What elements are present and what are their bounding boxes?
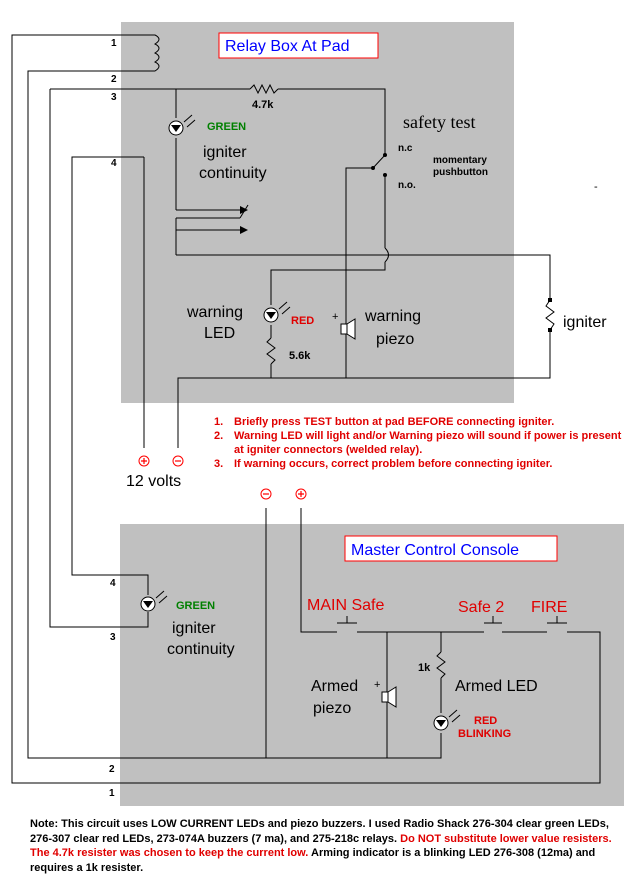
relay-no-arrow [240, 226, 248, 234]
switch-nc-dot [371, 166, 375, 170]
resistor-4k7-label: 4.7k [252, 99, 274, 111]
wire-1 [11, 34, 601, 784]
momentary-label-1: momentary [433, 155, 487, 166]
igniter-continuity-label-1: igniter [203, 144, 247, 161]
wire-number-top-1: 1 [111, 38, 117, 49]
wire-crossover [384, 247, 389, 263]
switch-no-dot [383, 173, 387, 177]
pad-test-instructions: 1. Briefly press TEST button at pad BEFOR… [214, 415, 624, 471]
footnote-text-end: Arming indicator is a blinking LED 276-3… [30, 847, 596, 874]
wire-number-bot-3: 3 [110, 632, 116, 643]
armed-red-label: RED [474, 715, 497, 727]
instruction-item: 2. Warning LED will light and/or Warning … [214, 429, 624, 457]
green-led-label: GREEN [207, 121, 246, 133]
wire-3-left [49, 89, 149, 628]
console-green-led-symbol [143, 601, 153, 608]
relay-box-title: Relay Box At Pad [225, 38, 350, 55]
armed-blinking-label: BLINKING [458, 728, 511, 740]
warning-led-label-2: LED [204, 325, 235, 342]
footnote-warning: Do NOT substitute lower value resisters.… [30, 832, 612, 860]
green-led-rays-icon [183, 114, 196, 128]
fire-label: FIRE [531, 599, 567, 616]
warning-led-label-1: warning [186, 304, 243, 321]
wire-igniter-return [177, 330, 551, 448]
armed-led-rays-icon [448, 709, 461, 723]
igniter-terminal-top [548, 298, 552, 302]
relay-box-title-frame [218, 32, 379, 59]
warning-piezo-icon [340, 323, 348, 335]
red-led-label: RED [291, 315, 314, 327]
instruction-number: 2. [214, 430, 224, 442]
relay-nc-arrow [240, 206, 248, 214]
footnote-text: Note: This circuit uses LOW CURRENT LEDs… [30, 818, 609, 845]
armed-led-label: Armed LED [455, 678, 538, 695]
wire-number-bot-4: 4 [110, 578, 116, 589]
parts-footnote: Note: This circuit uses LOW CURRENT LEDs… [30, 817, 620, 875]
wire-number-bot-1: 1 [109, 788, 115, 799]
twelve-volts-label: 12 volts [126, 473, 181, 490]
resistor-4k7 [249, 83, 279, 95]
console-plus-sign [298, 491, 304, 497]
resistor-1k [436, 651, 446, 679]
armed-piezo-horn-icon [387, 686, 397, 708]
wire-to-warning [270, 262, 386, 305]
instruction-number: 3. [214, 458, 224, 470]
warning-piezo-plus: + [332, 311, 338, 323]
wire-number-top-3: 3 [111, 92, 117, 103]
instruction-item: 1. Briefly press TEST button at pad BEFOR… [214, 415, 624, 429]
resistor-1k-label: 1k [418, 662, 431, 674]
safety-test-label: safety test [403, 112, 475, 132]
warning-piezo-label-1: warning [364, 308, 421, 325]
wire-4 [71, 156, 149, 595]
console-title: Master Control Console [351, 542, 519, 559]
red-led-symbol [266, 312, 276, 319]
wire-number-top-4: 4 [111, 158, 117, 169]
wire-relay-to-igniter [176, 254, 551, 300]
console-green-led-rays-icon [155, 590, 168, 604]
nc-label: n.c [398, 143, 413, 154]
dash-mark: - [594, 181, 598, 193]
instruction-text: If warning occurs, correct problem befor… [234, 458, 553, 470]
relay-coil [148, 34, 160, 72]
relay-box-panel [121, 22, 514, 403]
warning-piezo-horn-icon [346, 318, 356, 340]
safety-switch-arm [372, 154, 386, 169]
main-safe-label: MAIN Safe [307, 597, 384, 614]
igniter-terminal-bottom [548, 328, 552, 332]
armed-led-symbol [436, 720, 446, 727]
console-continuity-label-2: continuity [167, 641, 235, 658]
resistor-5k6 [266, 337, 276, 365]
momentary-label-2: pushbutton [433, 167, 488, 178]
wire-plus-console [300, 508, 337, 633]
armed-piezo-plus: + [374, 679, 380, 691]
warning-piezo-label-2: piezo [376, 331, 414, 348]
instruction-text: Briefly press TEST button at pad BEFORE … [234, 416, 555, 428]
armed-piezo-label-1: Armed [311, 678, 358, 695]
no-label: n.o. [398, 180, 416, 191]
wire-number-top-2: 2 [111, 74, 117, 85]
console-title-frame [344, 535, 558, 562]
resistor-5k6-label: 5.6k [289, 350, 311, 362]
armed-piezo-icon [381, 691, 389, 703]
safe2-label: Safe 2 [458, 599, 504, 616]
wire-armed-led-return [266, 733, 442, 759]
instruction-item: 3. If warning occurs, correct problem bef… [214, 457, 624, 471]
igniter-label: igniter [563, 314, 607, 331]
console-green-led-label: GREEN [176, 600, 215, 612]
wire-3-right [278, 88, 386, 155]
green-led-symbol [171, 125, 181, 132]
armed-piezo-label-2: piezo [313, 700, 351, 717]
instruction-number: 1. [214, 416, 224, 428]
wire-number-bot-2: 2 [109, 764, 115, 775]
instruction-text: Warning LED will light and/or Warning pi… [234, 430, 622, 456]
red-led-rays-icon [278, 301, 291, 315]
igniter-element [545, 299, 555, 331]
wire-2 [27, 70, 266, 759]
switch-common-dot [383, 153, 387, 157]
igniter-continuity-label-2: continuity [199, 165, 267, 182]
pad-plus-sign [141, 458, 147, 464]
console-panel [120, 524, 624, 806]
console-continuity-label-1: igniter [172, 620, 216, 637]
